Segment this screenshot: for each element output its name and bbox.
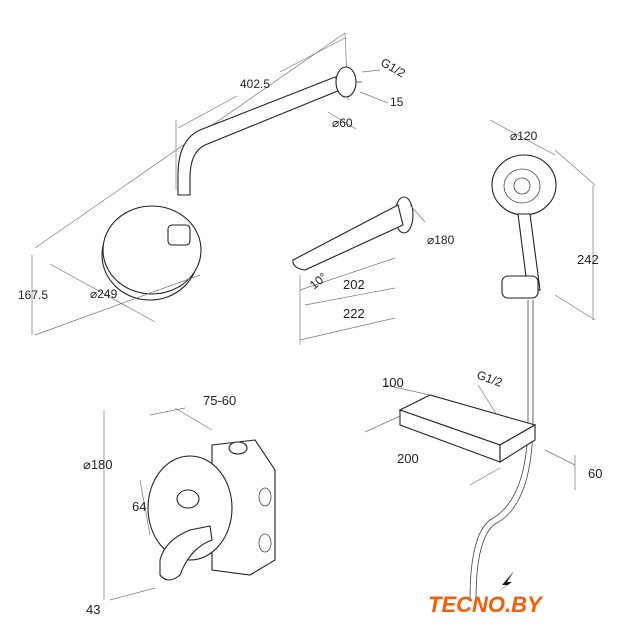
arm-thread-label: G1/2 (378, 55, 408, 80)
plate-diameter-label: ⌀180 (83, 457, 113, 472)
flange-diameter-label: ⌀60 (332, 116, 353, 130)
shelf-drawing: 100 G1/2 200 60 (364, 368, 602, 490)
shelf-thread-label: G1/2 (475, 368, 505, 390)
shelf-depth-label: 100 (382, 375, 404, 390)
knob-offset-label: 64 (132, 499, 146, 514)
spout-length-total-label: 222 (343, 306, 365, 321)
hand-diameter-label: ⌀120 (510, 129, 538, 143)
flange-depth-label: 15 (390, 95, 404, 109)
tecno-logo: TECNO.BY (428, 571, 544, 617)
head-shower-drawing: 402.5 G1/2 15 ⌀60 167.5 ⌀249 (18, 32, 408, 336)
spout-flange-label: ⌀180 (427, 233, 455, 247)
shelf-width-label: 200 (397, 451, 419, 466)
lever-offset-label: 43 (86, 602, 100, 617)
mixer-drawing: 75-60 ⌀180 64 43 (83, 393, 276, 617)
logo-text: TECNO.BY (428, 592, 544, 617)
spout-drawing: ⌀180 10° 202 222 (292, 196, 455, 345)
spout-angle-label: 10° (307, 270, 330, 293)
head-height-label: 167.5 (18, 288, 48, 302)
lightning-bolt-icon (496, 571, 514, 593)
hand-shower-drawing: ⌀120 242 (469, 119, 599, 601)
hand-height-label: 242 (577, 252, 599, 267)
shelf-height-label: 60 (588, 466, 602, 481)
head-diameter-label: ⌀249 (90, 287, 118, 301)
arm-length-label: 402.5 (240, 77, 270, 91)
mount-depth-label: 75-60 (203, 393, 236, 408)
spout-length-inner-label: 202 (343, 277, 365, 292)
